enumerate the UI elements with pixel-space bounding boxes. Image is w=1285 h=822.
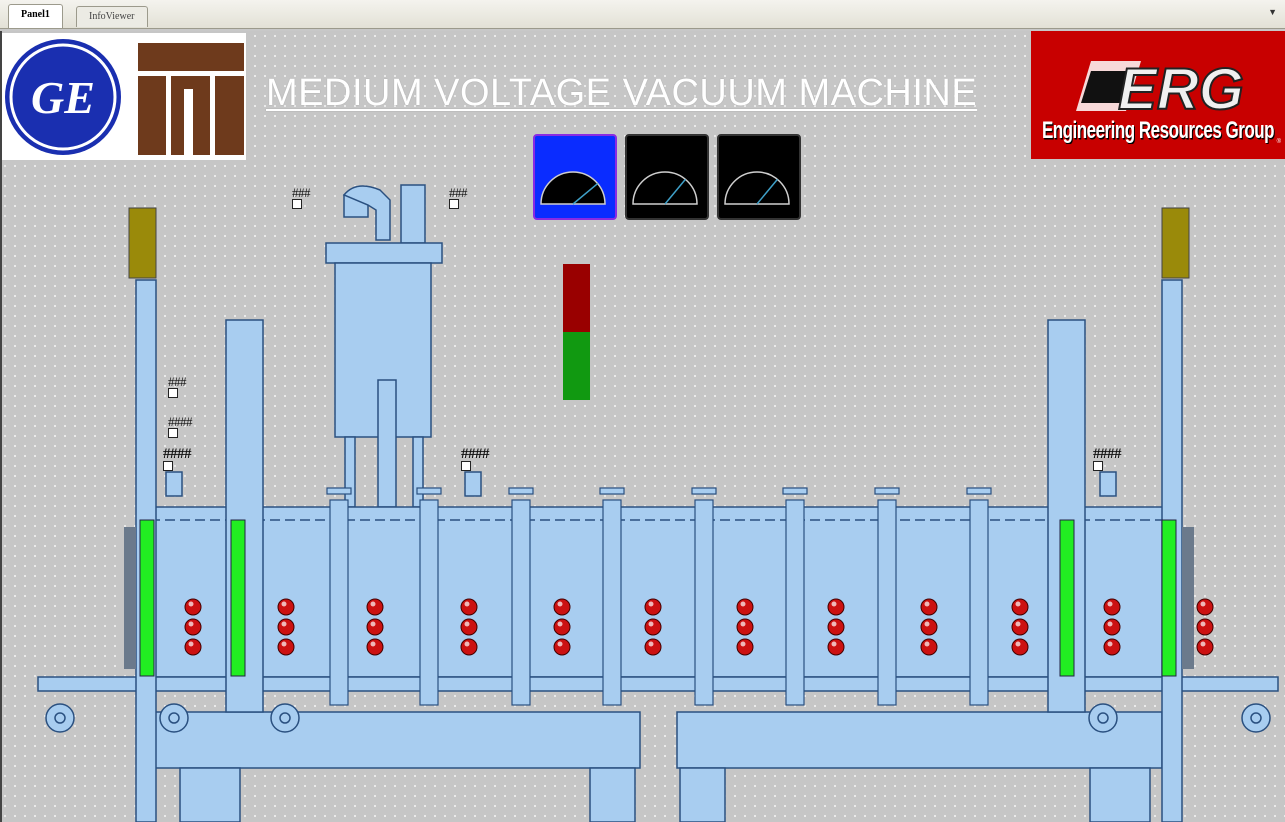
gauge-2[interactable] — [625, 134, 709, 220]
canvas-border — [0, 31, 2, 822]
heater-element — [184, 598, 202, 616]
erg-logo: ERG Engineering Resources Group ® — [1031, 31, 1285, 159]
heater-element — [1196, 638, 1214, 656]
heater-element — [1103, 638, 1121, 656]
tank-divider — [329, 499, 349, 706]
heater-element — [827, 638, 845, 656]
vent-pipe — [400, 184, 426, 244]
indicator-olive-right — [1161, 207, 1190, 279]
logo-panel: GE — [2, 33, 246, 160]
gauge-3[interactable] — [717, 134, 801, 220]
heater-element — [920, 638, 938, 656]
heater-element — [553, 618, 571, 636]
heater-element — [736, 598, 754, 616]
heater-element — [1103, 598, 1121, 616]
heater-element — [184, 618, 202, 636]
heater-element — [366, 638, 384, 656]
tank-divider — [785, 499, 805, 706]
erg-logo-text: Engineering Resources Group — [1041, 117, 1275, 144]
status-light-red — [563, 264, 590, 332]
tank-divider — [602, 499, 622, 706]
heater-element — [277, 598, 295, 616]
heater-element — [827, 618, 845, 636]
tank-divider — [969, 499, 989, 706]
status-light-stack — [563, 264, 590, 400]
heater-element — [277, 618, 295, 636]
gauge-needle — [664, 178, 686, 205]
heater-element — [366, 618, 384, 636]
ge-logo: GE — [5, 39, 244, 155]
tag-readout-left-3[interactable]: #### — [163, 447, 192, 471]
heater-element — [366, 598, 384, 616]
heater-element — [1011, 638, 1029, 656]
tank-divider — [419, 499, 439, 706]
gauge-1[interactable] — [533, 134, 617, 220]
tag-readout-right[interactable]: #### — [1093, 447, 1122, 471]
heater-element — [827, 598, 845, 616]
heater-element — [644, 638, 662, 656]
tag-readout-left-2[interactable]: #### — [168, 414, 193, 438]
gauge-needle — [756, 178, 778, 205]
chamber-lid — [325, 242, 443, 264]
tag-readout-top-left[interactable]: ### — [292, 185, 311, 209]
heater-element — [736, 618, 754, 636]
gauge-needle — [572, 183, 599, 205]
heater-element — [460, 598, 478, 616]
heater-element — [553, 638, 571, 656]
ge-logo-text: GE — [31, 72, 95, 123]
heater-element — [736, 638, 754, 656]
status-light-green — [563, 332, 590, 400]
heater-element — [553, 598, 571, 616]
indicator-olive-left — [128, 207, 157, 279]
gauge-dial — [724, 171, 790, 205]
heater-element — [1103, 618, 1121, 636]
heater-element — [1196, 618, 1214, 636]
tag-readout-center[interactable]: #### — [461, 447, 490, 471]
tab-panel1[interactable]: Panel1 — [8, 4, 63, 28]
tab-infoviewer[interactable]: InfoViewer — [76, 6, 148, 27]
erg-registered: ® — [1276, 139, 1281, 145]
tab-bar: Panel1 InfoViewer ▼ — [0, 0, 1285, 29]
dropdown-arrow-icon[interactable]: ▼ — [1268, 7, 1277, 17]
indicator-right-outer — [1161, 519, 1177, 677]
base-beam-right — [676, 711, 1163, 769]
heater-element — [277, 638, 295, 656]
heater-element — [1196, 598, 1214, 616]
heater-element — [460, 618, 478, 636]
erg-logo-mark: ERG — [1118, 57, 1244, 122]
tank-divider — [511, 499, 531, 706]
gauge-dial — [632, 171, 698, 205]
tag-readout-top-right[interactable]: ### — [449, 185, 468, 209]
conveyor — [37, 676, 1279, 692]
base-beam-left — [154, 711, 641, 769]
indicator-left-inner — [230, 519, 246, 677]
heater-element — [920, 598, 938, 616]
heater-element — [1011, 598, 1029, 616]
tank-divider — [877, 499, 897, 706]
heater-element — [644, 618, 662, 636]
page-title: MEDIUM VOLTAGE VACUUM MACHINE — [266, 72, 978, 114]
tank-divider — [694, 499, 714, 706]
heater-element — [1011, 618, 1029, 636]
gauge-dial — [540, 171, 606, 205]
indicator-left-outer — [139, 519, 155, 677]
tag-readout-left-1[interactable]: ### — [168, 374, 187, 398]
heater-element — [460, 638, 478, 656]
heater-element — [920, 618, 938, 636]
indicator-right-inner — [1059, 519, 1075, 677]
heater-element — [184, 638, 202, 656]
heater-element — [644, 598, 662, 616]
